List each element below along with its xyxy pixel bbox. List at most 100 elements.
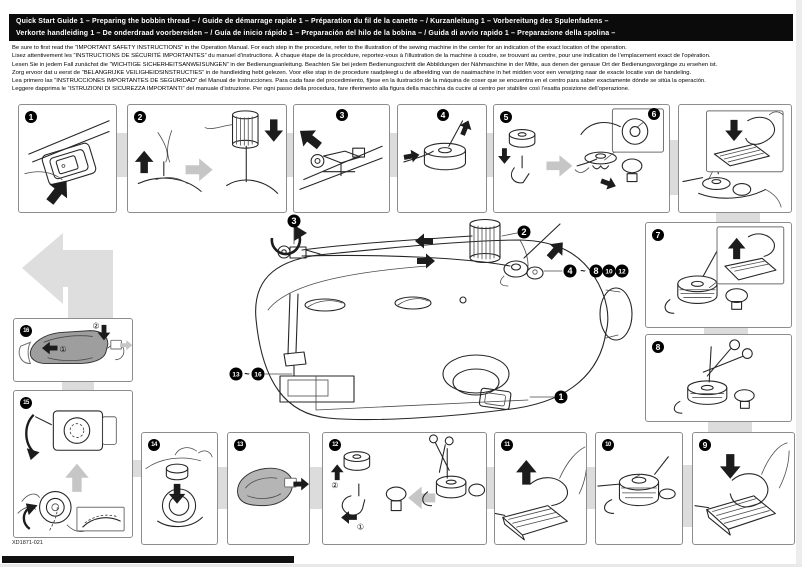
flow-connector [716, 211, 760, 222]
scissors-icon [702, 339, 753, 377]
winding-complete-illustration [664, 226, 785, 314]
svg-text:2: 2 [521, 227, 526, 237]
step-panel-13: 13 [227, 432, 310, 545]
step-panel-11: 11 [494, 432, 587, 545]
callout-winder-steps: 4 ~ 8 10 12 [543, 264, 629, 278]
remove-bobbin-illustration: ② ① [330, 434, 486, 531]
flow-connector [486, 133, 493, 177]
cut-thread-illustration [673, 339, 755, 414]
title-bar: Quick Start Guide 1 – Preparing the bobb… [9, 14, 793, 41]
svg-text:~: ~ [244, 369, 249, 379]
bobbin-winding-illustration [597, 456, 676, 514]
title-line-2: Verkorte handleiding 1 – De onderdraad v… [16, 29, 616, 37]
intro-fr: Lisez attentivement les “INSTRUCTIONS DE… [12, 53, 711, 60]
replace-cover-illustration: ① ② [18, 322, 132, 365]
step-panel-4: 4 [397, 104, 487, 213]
sewing-machine-illustration: 3 2 4 ~ 8 10 12 13 ~ 16 1 [229, 214, 633, 421]
bobbin-thread-illustration [402, 118, 475, 171]
intro-nl: Zorg ervoor dat u eerst de “BELANGRIJKE … [12, 69, 692, 76]
step-panel-15: 15 [13, 390, 133, 538]
flow-connector [586, 467, 595, 509]
step-badge-11: 11 [501, 439, 513, 451]
bobbin-winder-icon [500, 260, 544, 287]
step-panel-7: 7 [645, 222, 792, 328]
step-badge-1: 1 [25, 111, 37, 123]
svg-text:~: ~ [580, 266, 585, 276]
page-turn-arrow [22, 233, 113, 322]
flow-connector [669, 140, 678, 195]
spool-icon [231, 110, 259, 149]
sub-step-2-label: ② [92, 322, 99, 331]
flow-connector [682, 465, 692, 527]
step-badge-15: 15 [20, 397, 32, 409]
bobbin-cover-illustration [237, 467, 309, 507]
step-badge-4: 4 [437, 109, 449, 121]
step-panel-6 [678, 104, 792, 213]
part-number: XD1871-021 [12, 540, 43, 546]
step-panel-16: 16 ① ② [13, 318, 133, 382]
step-badge-7: 7 [652, 229, 664, 241]
step-panel-10: 10 [595, 432, 683, 545]
flow-connector [286, 133, 293, 177]
step-panel-14: 14 [141, 432, 218, 545]
step-panel-5: 5 6 [493, 104, 670, 213]
step-badge-2: 2 [134, 111, 146, 123]
svg-text:16: 16 [254, 372, 262, 379]
scissors-icon [429, 434, 454, 473]
step-badge-8: 8 [652, 341, 664, 353]
step-panel-2: 2 [127, 104, 287, 213]
hold-thread-press-pedal-illustration [682, 110, 784, 208]
callout-plate-steps: 13 ~ 16 [229, 367, 293, 381]
release-pedal-illustration [495, 446, 586, 541]
flow-connector [486, 467, 494, 509]
sub-step-1-label: ① [357, 522, 364, 531]
thread-guide-icon [270, 225, 321, 259]
intro-it: Leggere dapprima le “ISTRUZIONI DI SICUR… [12, 86, 630, 93]
insert-bobbin-illustration [145, 447, 213, 528]
svg-text:3: 3 [291, 216, 296, 226]
flow-connector [217, 467, 227, 509]
step-badge-10: 10 [602, 439, 614, 451]
set-bobbin-illustration [498, 108, 664, 193]
intro-de: Lesen Sie in jedem Fall zunächst die “WI… [12, 61, 718, 68]
step-panel-8: 8 [645, 334, 792, 422]
step-badge-12: 12 [329, 439, 341, 451]
title-line-1: Quick Start Guide 1 – Preparing the bobb… [16, 18, 609, 25]
intro-es: Lea primero las “INSTRUCCIONES IMPORTANT… [12, 78, 706, 85]
page-edge-right [796, 0, 802, 567]
step-badge-16: 16 [20, 325, 32, 337]
thread-guide-illustration [294, 122, 383, 190]
intro-text: Be sure to first read the “IMPORTANT SAF… [12, 44, 796, 94]
sub-step-1-label: ① [59, 345, 66, 354]
flow-connector [704, 327, 748, 335]
svg-text:1: 1 [558, 392, 563, 402]
page-edge-bottom [0, 564, 802, 567]
step-badge-5: 5 [500, 111, 512, 123]
step-badge-14: 14 [148, 439, 160, 451]
svg-text:12: 12 [618, 269, 626, 276]
sub-step-2-label: ② [331, 481, 338, 490]
svg-text:4: 4 [567, 266, 572, 276]
step-panel-1: 1 [18, 104, 117, 213]
svg-text:10: 10 [605, 269, 613, 276]
step-panel-12: 12 ② ① [322, 432, 487, 545]
bottom-fold-bar [2, 556, 294, 563]
power-switch-illustration [24, 120, 110, 209]
step-badge-9: 9 [699, 439, 711, 451]
flow-connector [117, 133, 127, 177]
flow-connector [309, 467, 322, 509]
callout-spool: 2 [501, 225, 531, 239]
step-panel-9: 9 [692, 432, 795, 545]
inset-badge-6: 6 [648, 108, 660, 120]
svg-text:13: 13 [232, 372, 240, 379]
step-panel-3: 3 [293, 104, 390, 213]
flow-connector [62, 381, 94, 390]
callout-machine: 1 [529, 390, 568, 404]
callout-guide: 3 [287, 214, 301, 245]
flow-connector [708, 420, 752, 432]
step-badge-3: 3 [336, 109, 348, 121]
press-pedal-illustration [694, 442, 790, 536]
flow-connector [389, 133, 397, 177]
step-badge-13: 13 [234, 439, 246, 451]
